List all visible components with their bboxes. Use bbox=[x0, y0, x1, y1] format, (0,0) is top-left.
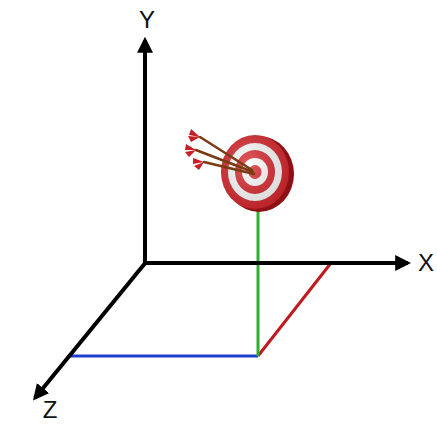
axis-label: X bbox=[418, 251, 434, 275]
x-axis bbox=[143, 261, 408, 265]
axis-label: Z bbox=[43, 398, 58, 422]
y-projection-line bbox=[257, 208, 260, 356]
target-icon bbox=[221, 135, 294, 212]
z-projection-line bbox=[68, 355, 258, 358]
x-projection-line bbox=[258, 263, 331, 356]
y-axis bbox=[143, 40, 147, 263]
z-axis bbox=[35, 262, 146, 398]
darts-icon bbox=[185, 129, 254, 174]
axis-label: Y bbox=[139, 8, 155, 32]
